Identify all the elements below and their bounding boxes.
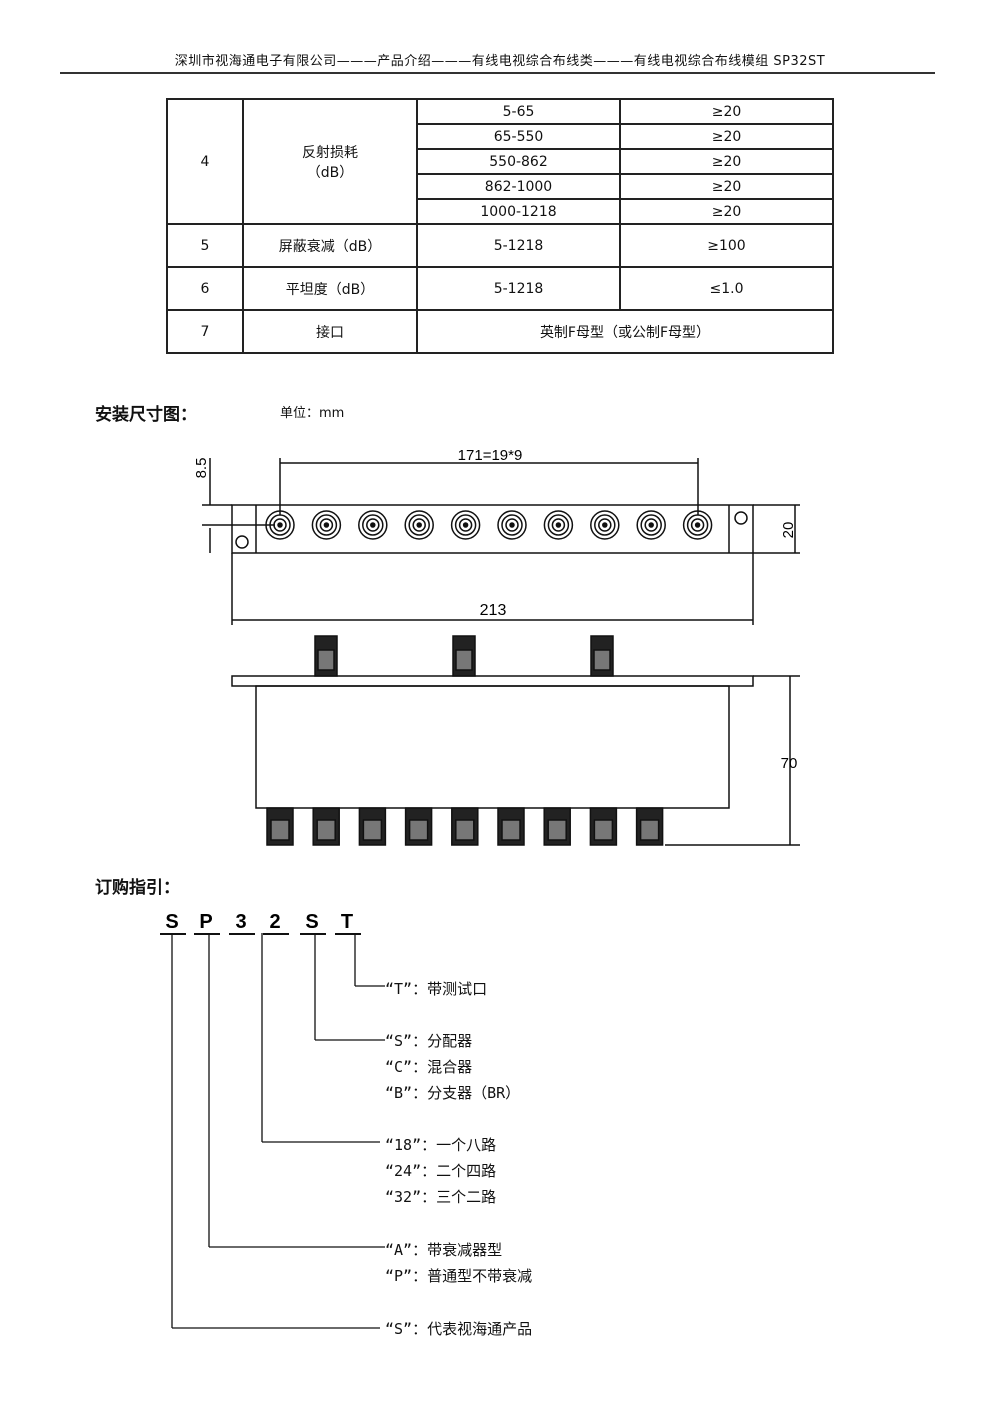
side-connector-icon	[266, 807, 294, 846]
order-lines	[171, 933, 385, 1329]
row-number: 5	[166, 223, 244, 268]
range-cell: 65-550	[416, 123, 621, 150]
row-number: 4	[166, 98, 244, 225]
range-cell: 5-1218	[416, 266, 621, 311]
item-unit: （dB）	[306, 164, 354, 181]
connector-row-side-top	[314, 635, 614, 677]
order-option: “24”：二个四路	[385, 1162, 497, 1180]
module-body	[255, 685, 730, 809]
f-connector-icon	[682, 510, 713, 540]
top-view	[202, 458, 800, 625]
side-connector-icon	[404, 807, 433, 846]
range-cell: 862-1000	[416, 173, 621, 200]
order-option: “32”：三个二路	[385, 1188, 497, 1206]
side-connector-icon	[451, 807, 479, 846]
value-cell: ≥100	[619, 223, 834, 268]
order-option: “P”：普通型不带衰减	[385, 1267, 533, 1285]
f-connector-icon	[450, 510, 481, 540]
dim-width-label: 20	[780, 522, 797, 539]
unit-note: 单位：mm	[280, 406, 345, 421]
f-connector-icon	[543, 510, 574, 540]
table-row: 550-862≥20	[167, 148, 834, 175]
value-cell: ≥20	[619, 123, 834, 150]
connector-row-top	[265, 510, 713, 540]
f-connector-icon	[404, 510, 434, 540]
table-row: 65-550≥20	[167, 123, 834, 150]
side-connector-icon	[543, 807, 571, 846]
mount-hole-left	[235, 535, 249, 549]
table-row: 7 接口 英制F母型（或公制F母型）	[166, 309, 834, 354]
row-number: 6	[166, 266, 244, 311]
row-item: 平坦度（dB）	[242, 266, 418, 311]
row-item: 反射损耗 （dB）	[242, 98, 418, 225]
side-connector-icon	[358, 807, 387, 846]
value-cell: ≤1.0	[619, 266, 834, 311]
code-letter: T	[341, 911, 353, 933]
f-connector-icon	[497, 510, 527, 540]
f-connector-icon	[311, 510, 342, 540]
dim-offset-label: 8.5	[193, 458, 210, 479]
side-connector-icon	[452, 635, 476, 677]
row-item: 接口	[242, 309, 418, 354]
code-letter: S	[305, 911, 318, 933]
side-connector-icon	[635, 807, 664, 846]
order-option: “T”：带测试口	[385, 980, 488, 998]
order-title: 订购指引：	[95, 878, 180, 898]
code-letter: P	[199, 911, 212, 933]
order-option: “A”：带衰减器型	[385, 1241, 503, 1259]
range-cell: 5-65	[416, 98, 621, 125]
order-option: “S”：代表视海通产品	[385, 1320, 533, 1338]
dim-length-label: 213	[480, 602, 507, 619]
table-row: 5 屏蔽衰减（dB） 5-1218 ≥100	[166, 223, 834, 268]
order-option: “C”：混合器	[385, 1058, 473, 1076]
item-label: 反射损耗	[302, 144, 358, 161]
range-cell: 550-862	[416, 148, 621, 175]
value-cell: ≥20	[619, 148, 834, 175]
f-connector-icon	[590, 510, 620, 540]
f-connector-icon	[358, 510, 388, 540]
table-row: 6 平坦度（dB） 5-1218 ≤1.0	[166, 266, 834, 311]
code-letter: 2	[269, 911, 280, 933]
f-connector-icon	[636, 510, 666, 540]
header-divider	[60, 72, 935, 74]
code-letter: S	[165, 911, 178, 933]
order-option: “B”：分支器（BR）	[385, 1084, 521, 1102]
table-row: 862-1000≥20	[167, 173, 834, 200]
row-number: 7	[166, 309, 244, 354]
dim-height-label: 70	[781, 755, 798, 772]
flange	[231, 675, 754, 687]
value-cell: 英制F母型（或公制F母型）	[416, 309, 834, 354]
page-header: 深圳市视海通电子有限公司———产品介绍———有线电视综合布线类———有线电视综合…	[174, 54, 826, 69]
side-connector-icon	[590, 635, 614, 677]
row-item: 屏蔽衰减（dB）	[242, 223, 418, 268]
connector-row-side-bottom	[266, 807, 664, 846]
spec-table: 4 反射损耗 （dB） 5-65 ≥20 65-550≥20 550-862≥2…	[166, 98, 834, 354]
install-title: 安装尺寸图：	[95, 405, 197, 425]
code-letter: 3	[235, 911, 246, 933]
side-connector-icon	[497, 807, 525, 846]
value-cell: ≥20	[619, 98, 834, 125]
side-connector-icon	[589, 807, 618, 846]
table-row: 1000-1218≥20	[167, 198, 834, 225]
dim-pitch-label: 171=19*9	[458, 447, 523, 464]
table-row: 4 反射损耗 （dB） 5-65 ≥20	[166, 98, 834, 225]
side-connector-icon	[314, 635, 338, 677]
range-cell: 5-1218	[416, 223, 621, 268]
order-option: “18”：一个八路	[385, 1136, 497, 1154]
order-option: “S”：分配器	[385, 1032, 473, 1050]
mount-hole-right	[734, 511, 748, 525]
range-cell: 1000-1218	[416, 198, 621, 225]
value-cell: ≥20	[619, 173, 834, 200]
module-outline	[231, 504, 754, 554]
value-cell: ≥20	[619, 198, 834, 225]
side-connector-icon	[312, 807, 340, 846]
side-view	[231, 635, 800, 846]
